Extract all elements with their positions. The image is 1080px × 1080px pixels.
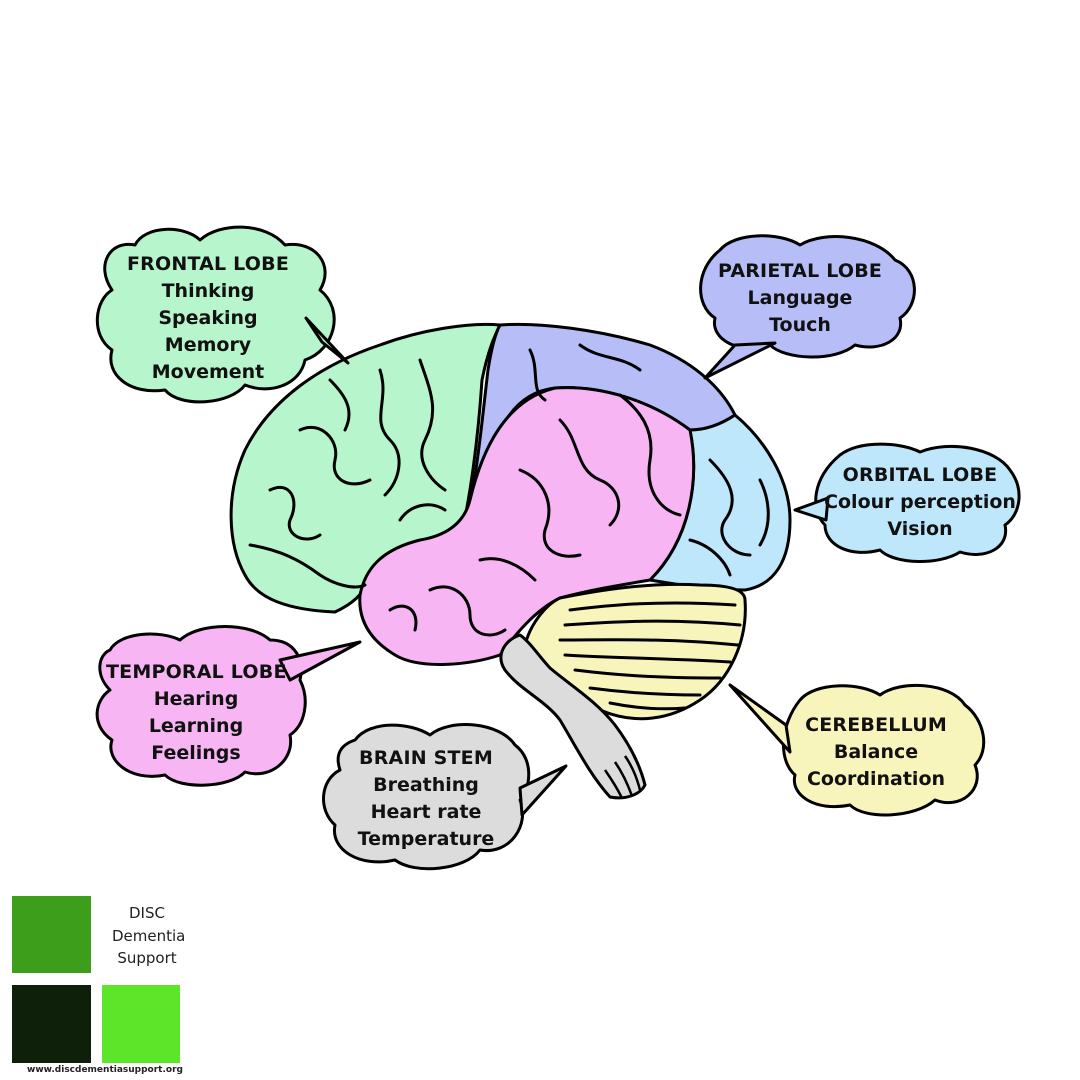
brain xyxy=(229,322,792,800)
parietal-lobe-title: PARIETAL LOBE xyxy=(717,260,883,282)
temporal-lobe-function: Hearing xyxy=(153,688,239,710)
frontal-lobe-pointer xyxy=(304,316,350,365)
orbital-lobe-label: ORBITAL LOBE Colour perception Vision xyxy=(820,462,1020,543)
parietal-lobe-function: Touch xyxy=(769,314,831,336)
brand-square-mid xyxy=(12,896,91,973)
parietal-lobe-pointer xyxy=(703,341,777,380)
brand-name-line: Support xyxy=(117,949,177,967)
frontal-lobe-function: Memory xyxy=(164,334,252,356)
brand-name: DISC Dementia Support xyxy=(112,902,186,970)
brand-square-dark xyxy=(12,985,91,1063)
temporal-lobe-function: Learning xyxy=(148,715,244,737)
brand-name-line: DISC xyxy=(129,904,165,922)
brain-folds xyxy=(248,343,770,637)
orbital-lobe-function: Colour perception xyxy=(824,491,1016,513)
orbital-lobe-title: ORBITAL LOBE xyxy=(842,464,998,486)
temporal-lobe-title: TEMPORAL LOBE xyxy=(106,661,287,683)
cerebellum-folds xyxy=(558,601,742,711)
frontal-lobe-function: Speaking xyxy=(158,307,258,329)
temporal-lobe-pointer xyxy=(278,640,362,682)
orbital-lobe-function: Vision xyxy=(887,518,953,540)
orbital-lobe-pointer xyxy=(793,496,830,522)
cerebellum-pointer xyxy=(728,683,792,754)
brain-stem-lines xyxy=(603,755,642,799)
cerebellum-label: CEREBELLUM Balance Coordination xyxy=(786,712,966,793)
temporal-lobe-shape xyxy=(358,386,696,666)
brain-stem-label: BRAIN STEM Breathing Heart rate Temperat… xyxy=(336,745,516,853)
cerebellum-title: CEREBELLUM xyxy=(805,714,947,736)
frontal-lobe-function: Thinking xyxy=(161,280,255,302)
parietal-lobe-function: Language xyxy=(747,287,853,309)
temporal-lobe-label: TEMPORAL LOBE Hearing Learning Feelings xyxy=(106,659,286,767)
frontal-lobe-function: Movement xyxy=(151,361,265,383)
brand-url: www.discdementiasupport.org xyxy=(27,1065,183,1075)
cerebellum-function: Balance xyxy=(833,741,919,763)
brain-stem-title: BRAIN STEM xyxy=(359,747,493,769)
orbital-lobe-bubble xyxy=(814,442,1021,563)
brain-stem-bubble xyxy=(322,723,531,871)
frontal-lobe-bubble xyxy=(95,225,336,404)
brain-stem-function: Heart rate xyxy=(370,801,482,823)
temporal-lobe-bubble xyxy=(95,625,307,787)
frontal-lobe-label: FRONTAL LOBE Thinking Speaking Memory Mo… xyxy=(118,251,298,386)
cerebellum-function: Coordination xyxy=(806,768,946,790)
temporal-lobe-function: Feelings xyxy=(151,742,241,764)
brand-name-line: Dementia xyxy=(112,926,186,945)
brain-stem-pointer xyxy=(518,764,568,817)
cerebellum-bubble xyxy=(782,683,986,817)
parietal-lobe-bubble xyxy=(699,234,916,359)
frontal-lobe-title: FRONTAL LOBE xyxy=(126,253,290,275)
brain-stem-function: Temperature xyxy=(357,828,495,850)
parietal-lobe-label: PARIETAL LOBE Language Touch xyxy=(710,258,890,339)
brand-square-bright xyxy=(102,985,180,1063)
brain-stem-function: Breathing xyxy=(373,774,479,796)
